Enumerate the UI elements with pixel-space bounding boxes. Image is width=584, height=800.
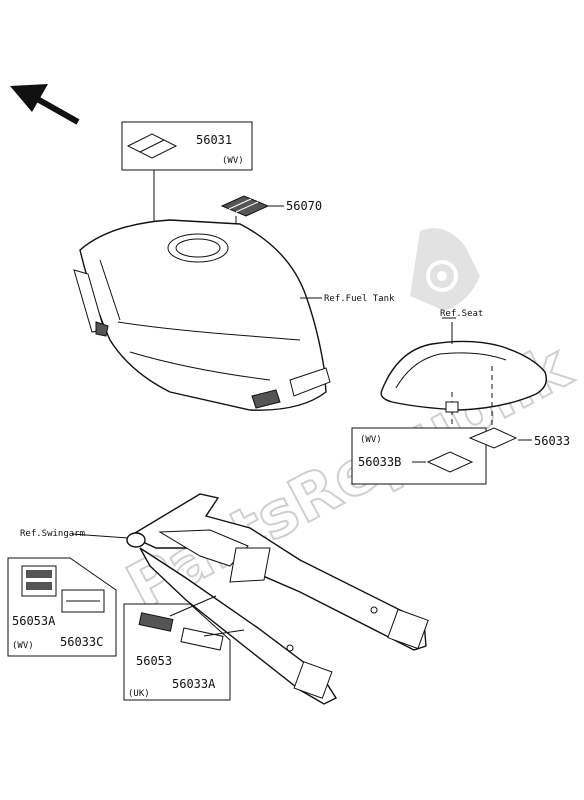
part-number-56053: 56053 [136, 654, 172, 668]
variant-uk-swingarm: (UK) [128, 689, 150, 699]
variant-wv-tank: (WV) [222, 156, 244, 166]
swingarm: Ref.Swingarm [20, 493, 429, 705]
ref-seat: Ref.Seat [440, 309, 483, 319]
part-number-56033b: 56033B [358, 455, 401, 469]
part-number-56033c: 56033C [60, 635, 103, 649]
gear-icon [410, 228, 480, 311]
arrow-up-left-icon [10, 84, 80, 125]
seat-label-group: (WV) 56033B 56033 [351, 427, 570, 485]
part-number-56031: 56031 [196, 133, 232, 147]
ref-fuel-tank: Ref.Fuel Tank [324, 294, 395, 304]
decal-icon [138, 612, 174, 632]
ref-swingarm: Ref.Swingarm [20, 529, 85, 539]
part-number-56033: 56033 [534, 434, 570, 448]
tank-top-label-group: 56031 (WV) [121, 121, 253, 238]
variant-wv-swingarm: (WV) [12, 641, 34, 651]
swingarm-uk-label-group: 56053 56033A (UK) [123, 595, 245, 701]
part-number-56070: 56070 [286, 199, 322, 213]
decal-icon [126, 133, 178, 159]
part-number-56053a: 56053A [12, 614, 56, 628]
swingarm-wv-label-group: 56053A 56033C (WV) [7, 557, 117, 657]
fuel-tank: Ref.Fuel Tank [73, 219, 395, 411]
decal-icon [426, 451, 474, 473]
decal-icon [468, 427, 518, 449]
seat: Ref.Seat [380, 309, 548, 450]
variant-wv-seat: (WV) [360, 435, 382, 445]
striped-decal-icon [220, 195, 270, 217]
part-number-56033a: 56033A [172, 677, 216, 691]
decal-icon [180, 627, 224, 651]
